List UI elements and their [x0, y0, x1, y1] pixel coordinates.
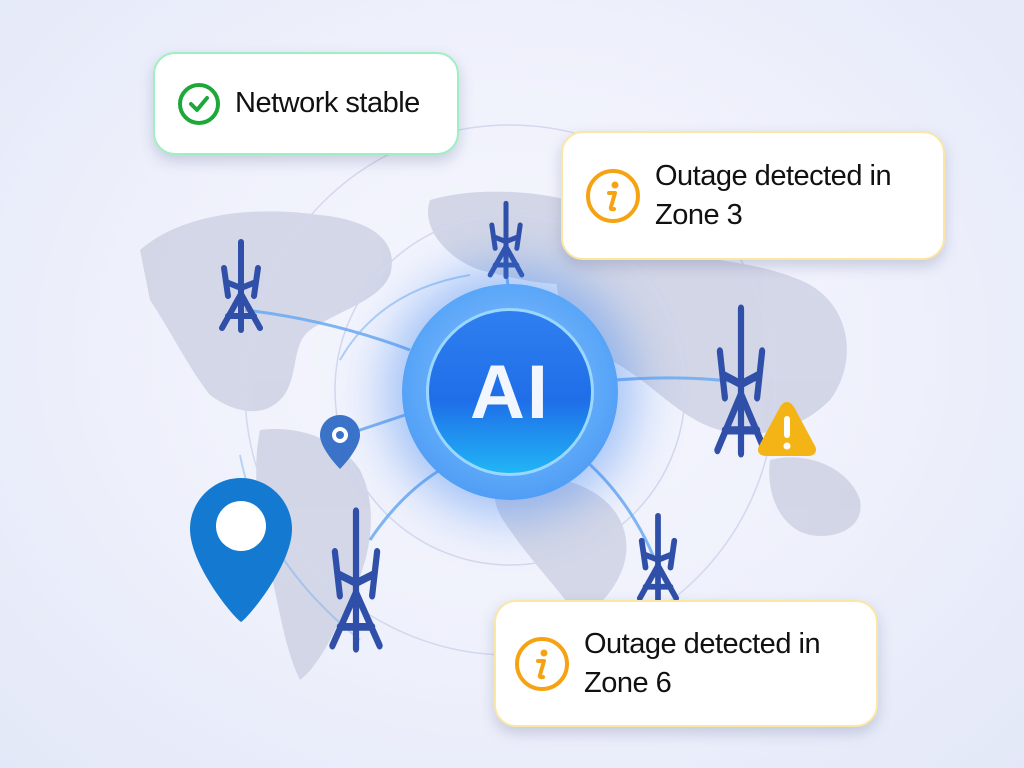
info-circle-icon — [515, 636, 569, 691]
cell-tower-icon — [636, 512, 680, 604]
cell-tower-icon — [329, 507, 383, 653]
cell-tower-icon — [714, 304, 768, 458]
ai-hub-core: AI — [426, 308, 594, 476]
status-card-text: Network stable — [235, 87, 420, 119]
location-pin-large-icon — [190, 478, 292, 622]
warning-triangle-icon — [757, 402, 817, 456]
check-circle-icon — [178, 82, 220, 125]
cell-tower-icon — [487, 200, 525, 280]
info-circle-icon — [586, 168, 640, 223]
location-pin-small-icon — [320, 415, 360, 469]
ai-hub-label: AI — [470, 349, 550, 435]
status-card-network-stable: Network stable — [153, 52, 459, 155]
ai-hub: AI — [402, 284, 618, 500]
cell-tower-icon — [219, 239, 263, 333]
